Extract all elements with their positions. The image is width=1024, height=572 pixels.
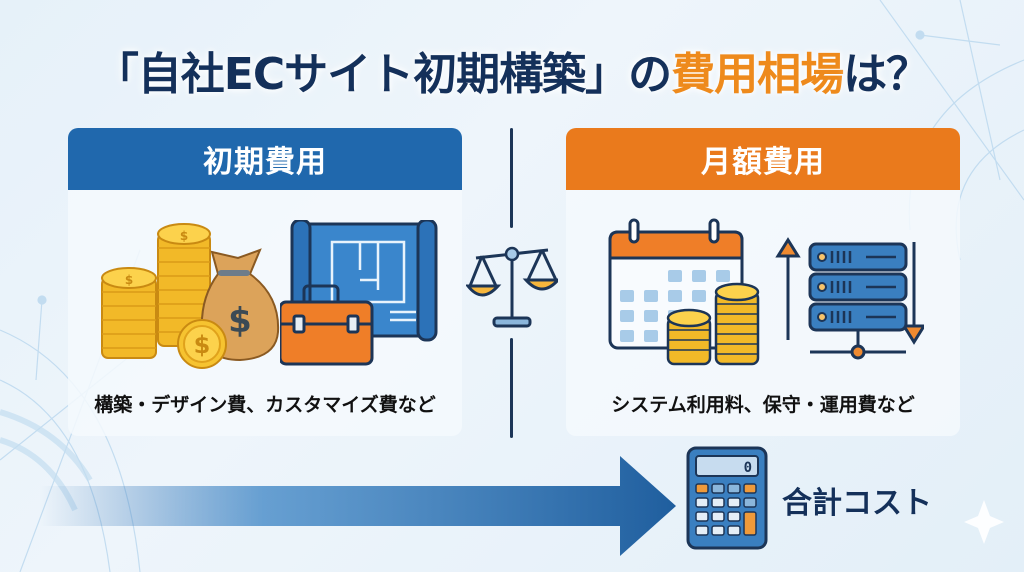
center-divider-top bbox=[510, 128, 513, 228]
title-accent: 費用相場 bbox=[671, 49, 844, 100]
calculator-icon: 0 bbox=[686, 446, 768, 550]
title-prefix: 「自社ECサイト初期構築」の bbox=[94, 49, 672, 100]
balance-scale-icon bbox=[466, 246, 558, 328]
svg-text:$: $ bbox=[125, 273, 133, 287]
center-divider-bottom bbox=[510, 338, 513, 438]
page-title: 「自社ECサイト初期構築」の費用相場は？ bbox=[0, 38, 1024, 102]
coin-stack-icon: $ $ $ $ bbox=[101, 223, 280, 369]
initial-cost-panel: 初期費用 bbox=[68, 128, 462, 436]
blueprint-toolbox-icon bbox=[280, 220, 438, 366]
svg-text:$: $ bbox=[194, 331, 211, 359]
initial-cost-header: 初期費用 bbox=[68, 128, 462, 190]
right-arrow-icon bbox=[40, 456, 676, 556]
monthly-cost-panel: 月額費用 bbox=[566, 128, 960, 436]
calculator-display: 0 bbox=[744, 460, 752, 476]
svg-text:$: $ bbox=[228, 301, 252, 341]
server-icon bbox=[775, 237, 924, 360]
calendar-coins-icon bbox=[608, 218, 760, 366]
svg-text:$: $ bbox=[180, 229, 188, 243]
monthly-cost-caption: システム利用料、保守・運用費など bbox=[611, 394, 915, 416]
monthly-cost-header: 月額費用 bbox=[566, 128, 960, 190]
title-suffix: は？ bbox=[843, 49, 930, 100]
total-cost-label: 合計コスト bbox=[782, 486, 932, 521]
initial-cost-caption: 構築・デザイン費、カスタマイズ費など bbox=[94, 394, 436, 416]
